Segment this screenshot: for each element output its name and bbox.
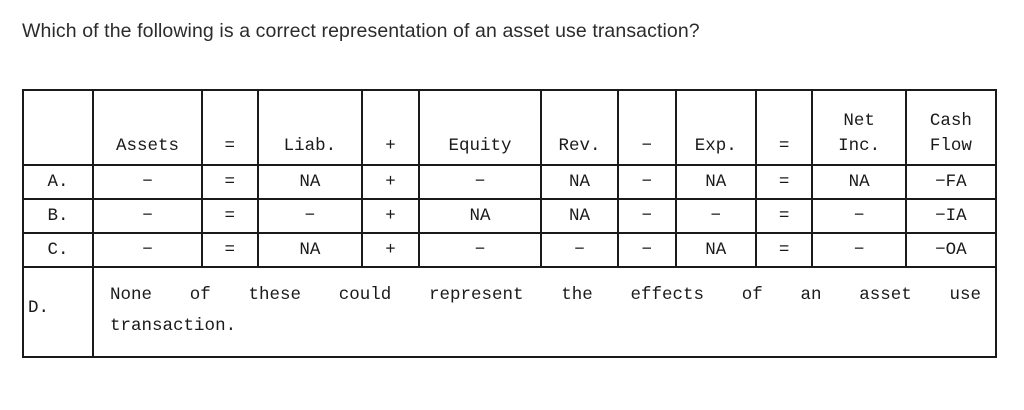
option-a-equals-1: = — [201, 164, 259, 200]
option-d-text-line1: None of these could represent the effect… — [110, 285, 981, 305]
option-b-expenses: − — [674, 198, 757, 234]
option-a-expenses: NA — [674, 164, 757, 200]
option-a-revenue: NA — [540, 164, 619, 200]
option-b-net-income: − — [811, 198, 907, 234]
option-a-liabilities: NA — [256, 164, 364, 200]
financial-statements-model-table: Assets = Liab. + Equity Rev. − Exp. = Ne… — [21, 89, 998, 358]
header-cash-flow: Cash Flow — [904, 89, 998, 166]
option-c-net-income: − — [811, 232, 907, 268]
answer-option-d-row[interactable]: D. None of these could represent the eff… — [21, 266, 997, 358]
option-a-label: A. — [21, 164, 95, 200]
header-liabilities: Liab. — [256, 89, 364, 166]
answer-option-c-row[interactable]: C. − = NA + − − − NA = − −OA — [21, 232, 998, 268]
header-net-income-line2: Inc. — [838, 136, 881, 156]
option-b-assets: − — [92, 198, 204, 234]
header-expenses: Exp. — [674, 89, 757, 166]
option-c-assets: − — [92, 232, 204, 268]
option-a-plus: + — [361, 164, 420, 200]
header-equals-1: = — [201, 89, 259, 166]
header-equity: Equity — [417, 89, 543, 166]
header-assets: Assets — [92, 89, 204, 166]
option-c-equity: − — [417, 232, 543, 268]
option-c-expenses: NA — [674, 232, 757, 268]
option-b-cash-flow: −IA — [904, 198, 998, 234]
option-b-plus: + — [361, 198, 420, 234]
header-plus: + — [361, 89, 420, 166]
answer-option-a-row[interactable]: A. − = NA + − NA − NA = NA −FA — [21, 164, 998, 200]
option-a-assets: − — [92, 164, 204, 200]
option-d-label-cell: D. — [21, 266, 95, 358]
question-prompt: Which of the following is a correct repr… — [22, 20, 700, 42]
header-cash-flow-line1: Cash — [929, 111, 972, 131]
option-d-text-cell: None of these could represent the effect… — [92, 266, 997, 358]
table-header-row: Assets = Liab. + Equity Rev. − Exp. = Ne… — [21, 89, 998, 166]
answer-option-b-row[interactable]: B. − = − + NA NA − − = − −IA — [21, 198, 998, 234]
option-a-equity: − — [417, 164, 543, 200]
option-c-revenue: − — [540, 232, 619, 268]
header-revenue: Rev. — [540, 89, 619, 166]
option-c-liabilities: NA — [256, 232, 364, 268]
header-cash-flow-line2: Flow — [929, 136, 972, 156]
option-c-minus: − — [616, 232, 677, 268]
option-a-equals-2: = — [754, 164, 814, 200]
header-row-label — [21, 89, 95, 166]
header-net-income-line1: Net — [843, 111, 875, 131]
option-b-revenue: NA — [540, 198, 619, 234]
option-b-minus: − — [616, 198, 677, 234]
option-c-equals-2: = — [754, 232, 814, 268]
answer-choice-matrix: Assets = Liab. + Equity Rev. − Exp. = Ne… — [21, 89, 998, 358]
option-a-minus: − — [616, 164, 677, 200]
option-b-liabilities: − — [256, 198, 364, 234]
option-c-label: C. — [21, 232, 95, 268]
option-c-cash-flow: −OA — [904, 232, 998, 268]
option-b-equals-2: = — [754, 198, 814, 234]
option-b-equals-1: = — [201, 198, 259, 234]
option-c-plus: + — [361, 232, 420, 268]
header-minus: − — [616, 89, 677, 166]
option-a-cash-flow: −FA — [904, 164, 998, 200]
option-d-text-line2: transaction. — [110, 316, 237, 336]
option-a-net-income: NA — [811, 164, 907, 200]
header-net-income: Net Inc. — [811, 89, 907, 166]
header-equals-2: = — [754, 89, 814, 166]
option-c-equals-1: = — [201, 232, 259, 268]
option-b-equity: NA — [417, 198, 543, 234]
option-d-label: D. — [28, 298, 50, 318]
option-b-label: B. — [21, 198, 95, 234]
